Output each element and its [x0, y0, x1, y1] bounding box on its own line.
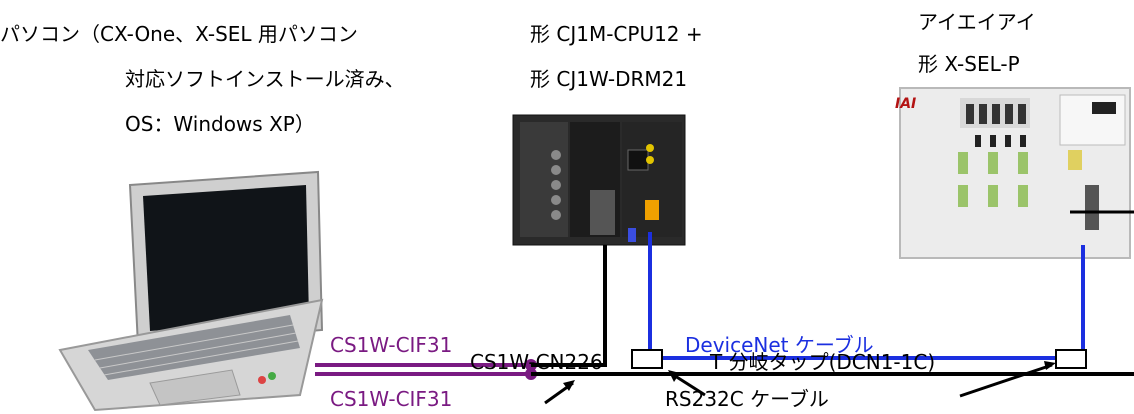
plc-label-line2: 形 CJ1W-DRM21 [530, 67, 688, 91]
iai-label-line1: アイエイアイ [918, 10, 1036, 34]
t-tap-left [631, 349, 663, 369]
pc-label-line1: パソコン（CX-One、X-SEL 用パソコン [0, 22, 358, 46]
t-tap-label: T 分岐タップ(DCN1-1C) [710, 350, 936, 374]
iai-logo: IAI [895, 96, 917, 112]
laptop-illustration [58, 170, 324, 412]
pc-label-line3: OS：Windows XP） [125, 112, 315, 136]
iai-label-line2: 形 X-SEL-P [918, 52, 1020, 76]
cn226-label: CS1W-CN226 [470, 350, 603, 374]
t-tap-right [1055, 349, 1087, 369]
pc-label-line2: 対応ソフトインストール済み、 [125, 67, 405, 91]
xsel-controller-illustration [899, 87, 1131, 259]
cif31-top-label: CS1W-CIF31 [330, 333, 453, 357]
plc-unit-illustration [512, 114, 686, 246]
cif31-bottom-label: CS1W-CIF31 [330, 387, 453, 411]
rs232c-cable-label: RS232C ケーブル [665, 387, 829, 411]
devicenet-cable-label: DeviceNet ケーブル [685, 333, 874, 357]
plc-label-line1: 形 CJ1M-CPU12 + [530, 22, 703, 46]
